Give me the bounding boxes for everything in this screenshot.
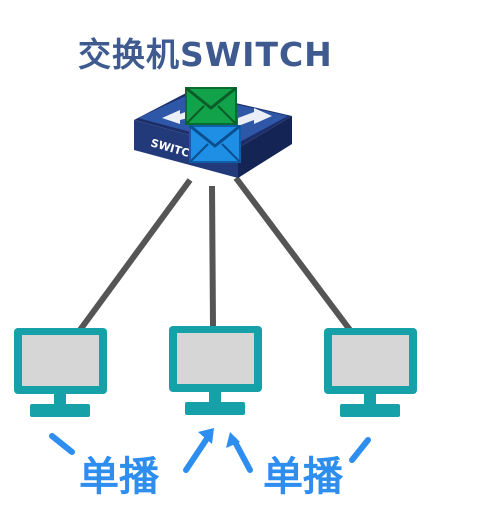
arrow-icon <box>226 432 253 473</box>
unicast-label-right: 单播 <box>263 454 343 500</box>
monitor-icon <box>14 328 107 417</box>
arrow-icon <box>183 428 214 473</box>
cable-right <box>233 176 353 332</box>
envelope-green-icon <box>185 86 237 125</box>
monitor-icon <box>324 328 417 417</box>
envelope-blue-icon <box>189 124 241 163</box>
arrow-icon <box>49 433 75 455</box>
unicast-label-left: 单播 <box>79 454 159 500</box>
arrow-icon <box>349 437 371 463</box>
cable-left <box>77 178 193 332</box>
monitor-icon <box>169 326 262 415</box>
cable-center <box>209 185 216 327</box>
diagram-title: 交换机SWITCH <box>78 35 333 74</box>
